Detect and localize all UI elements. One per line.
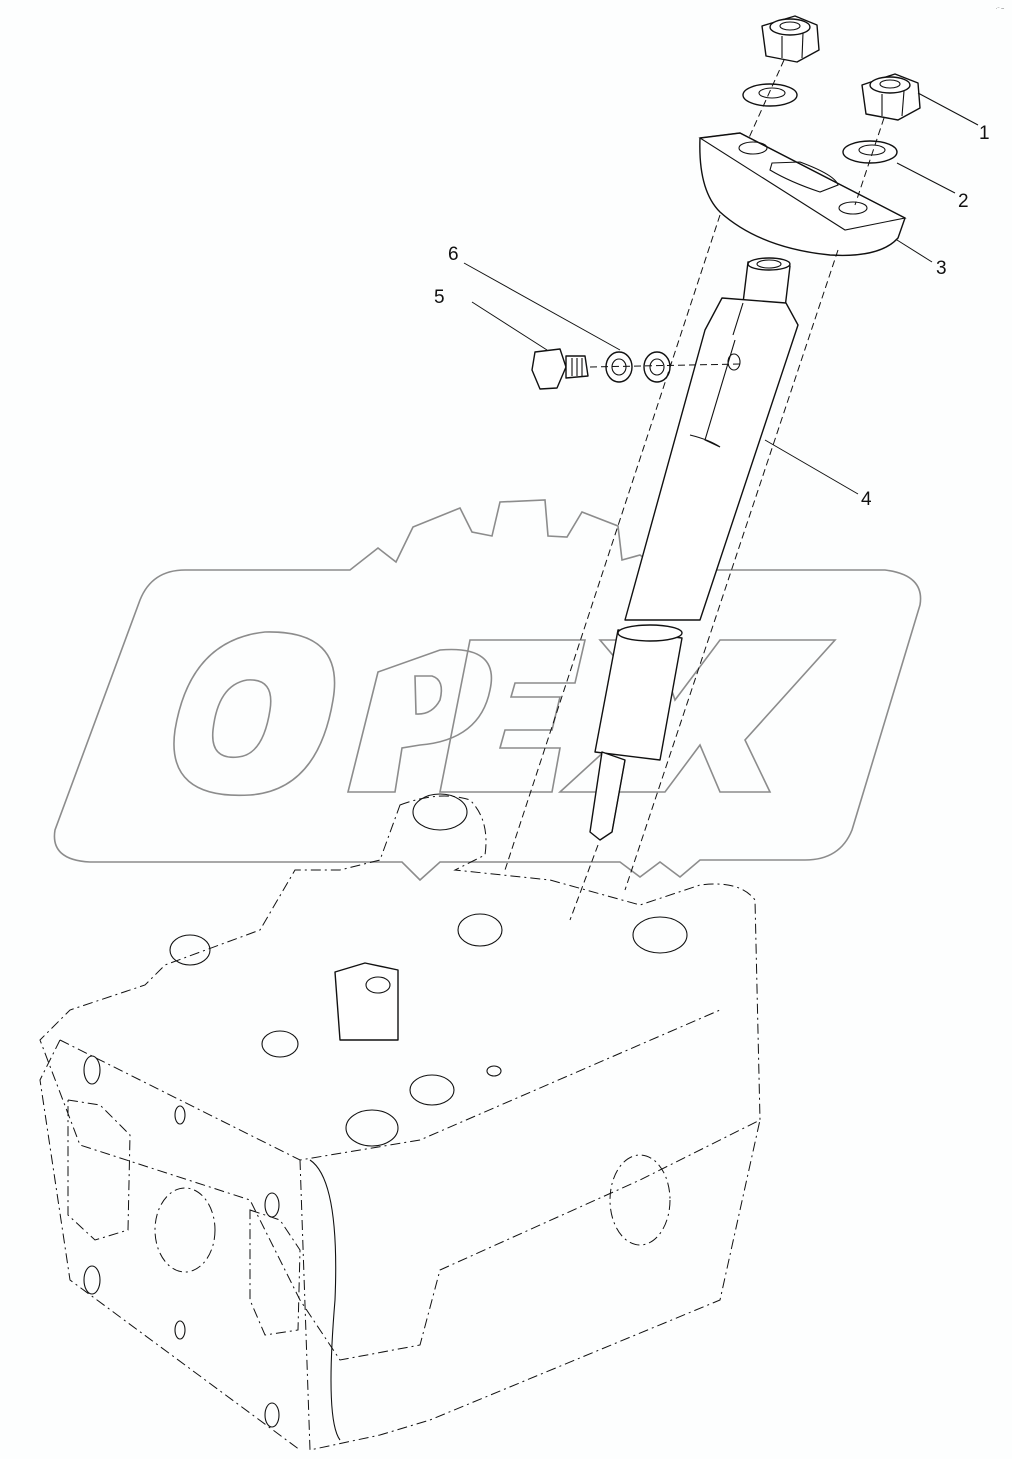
callout-leader-lines [463, 92, 979, 495]
washer-part-2 [742, 83, 898, 164]
banjo-bolt-part-5 [531, 348, 589, 390]
fuel-injector-part-4 [589, 257, 799, 841]
corner-mark: ·⁻ – [995, 6, 1004, 12]
hex-nut-part-1 [761, 15, 921, 121]
callout-2: 2 [958, 191, 969, 212]
assembly-axis-lines [504, 59, 885, 921]
callout-3: 3 [936, 258, 947, 279]
callout-1: 1 [979, 123, 990, 144]
callout-6: 6 [448, 244, 459, 265]
sealing-washer-part-6 [589, 351, 741, 383]
callout-4: 4 [861, 489, 872, 510]
cylinder-head [39, 793, 761, 1451]
callout-5: 5 [434, 287, 445, 308]
opex-watermark [53, 499, 922, 882]
injector-clamp-part-3 [698, 132, 907, 257]
